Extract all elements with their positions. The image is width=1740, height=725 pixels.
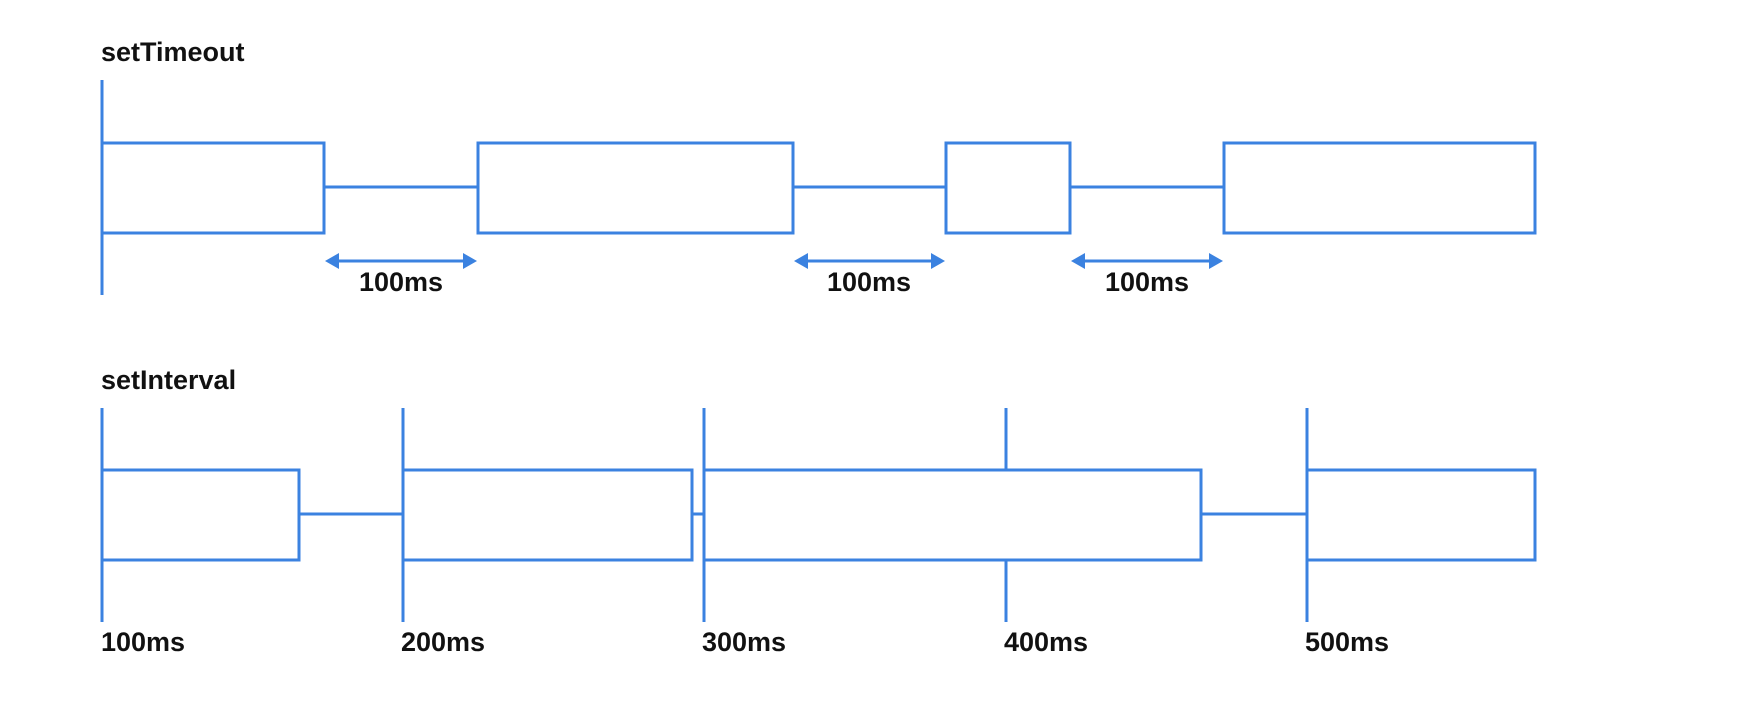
setinterval-execution-block-3 [702,468,1203,562]
settimeout-title: setTimeout [101,37,245,67]
setinterval-tick-label-4: 400ms [1004,627,1088,657]
setinterval-execution-block-1 [100,468,301,562]
settimeout-gap-arrow-3 [1071,253,1223,269]
arrowhead-left-icon [794,253,808,269]
setinterval-tick-label-1: 100ms [101,627,185,657]
settimeout-execution-block-3 [944,141,1072,235]
setinterval-execution-block-2 [401,468,694,562]
settimeout-gap-label-1: 100ms [359,267,443,297]
settimeout-gap-arrow-2 [794,253,945,269]
setinterval-execution-block-4 [1305,468,1537,562]
setinterval-tick-label-5: 500ms [1305,627,1389,657]
arrowhead-left-icon [325,253,339,269]
arrowhead-right-icon [1209,253,1223,269]
settimeout-execution-block-4 [1222,141,1537,235]
arrowhead-right-icon [931,253,945,269]
setinterval-title: setInterval [101,365,236,395]
setinterval-tick-label-2: 200ms [401,627,485,657]
setinterval-section: setInterval 100ms 200ms 300ms 400ms 500m… [100,365,1537,657]
arrowhead-right-icon [463,253,477,269]
settimeout-gap-label-3: 100ms [1105,267,1189,297]
settimeout-gap-label-2: 100ms [827,267,911,297]
settimeout-gap-arrow-1 [325,253,477,269]
arrowhead-left-icon [1071,253,1085,269]
settimeout-execution-block-1 [100,141,326,235]
setinterval-tick-label-3: 300ms [702,627,786,657]
settimeout-execution-block-2 [476,141,795,235]
settimeout-section: setTimeout 100ms [100,37,1537,297]
